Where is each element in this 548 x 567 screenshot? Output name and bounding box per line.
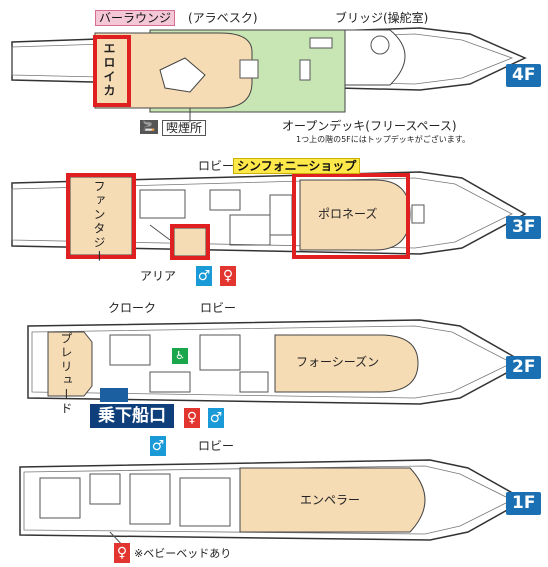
open-deck-label: オープンデッキ(フリースペース) — [282, 119, 457, 133]
emperor-area — [239, 467, 426, 533]
deck-4f-hull — [11, 27, 527, 122]
deck-1f-hull — [19, 459, 527, 549]
female-restroom-3f-icon: ♀ — [220, 266, 236, 286]
symphony-shop-label: シンフォニーショップ — [233, 158, 361, 174]
bridge-shape — [344, 29, 406, 86]
floor-badge-4f: 4F — [506, 64, 542, 87]
prelude-area — [47, 331, 93, 397]
floor-badge-3f: 3F — [506, 216, 542, 239]
eroica-highlight — [93, 35, 131, 107]
smoking-label: 喫煙所 — [162, 120, 207, 136]
lobby-3f-label: ロビー — [198, 159, 235, 173]
emperor-label: エンペラー — [300, 493, 361, 507]
aria-area — [173, 227, 207, 257]
fantasy-highlight — [66, 173, 136, 259]
bridge-label: ブリッジ(操舵室) — [335, 11, 429, 25]
baby-bed-note: ※ベビーベッドあり — [134, 547, 232, 560]
deck-3f-hull — [11, 171, 527, 257]
eroica-label: エロイカ — [102, 42, 116, 98]
floor-badge-1f: 1F — [506, 492, 542, 515]
male-restroom-3f-icon: ♂ — [196, 266, 212, 286]
lobby-1f-label: ロビー — [198, 439, 235, 453]
arabesque-label: (アラベスク) — [188, 11, 258, 25]
female-restroom-1f-icon: ♀ — [114, 543, 130, 563]
accessible-icon: ♿ — [172, 348, 188, 364]
bar-lounge-label: バーラウンジ — [95, 10, 176, 26]
prelude-label: プレリュード — [59, 332, 73, 416]
aria-label: アリア — [140, 269, 177, 283]
smoking-icon: 🚬 — [140, 120, 158, 134]
top-deck-note: 1つ上の階の5Fにはトップデッキがございます。 — [296, 135, 470, 144]
boarding-gate-label: 乗下船口 — [90, 404, 174, 429]
male-restroom-1f-icon: ♂ — [150, 436, 166, 456]
aria-highlight — [170, 224, 210, 260]
polonaise-label: ポロネーズ — [318, 207, 378, 221]
deck-2f-hull — [27, 319, 527, 405]
cloak-label: クローク — [108, 301, 157, 315]
polonaise-highlight — [292, 173, 410, 259]
four-seasons-label: フォーシーズン — [296, 355, 380, 369]
male-restroom-2f-icon: ♂ — [208, 408, 224, 428]
fantasy-label: ファンタジー — [92, 180, 106, 264]
four-seasons-area — [274, 334, 419, 393]
female-restroom-2f-icon: ♀ — [184, 408, 200, 428]
lobby-2f-label: ロビー — [200, 301, 237, 315]
floor-badge-2f: 2F — [506, 356, 542, 379]
highlight-boxes — [66, 35, 410, 260]
